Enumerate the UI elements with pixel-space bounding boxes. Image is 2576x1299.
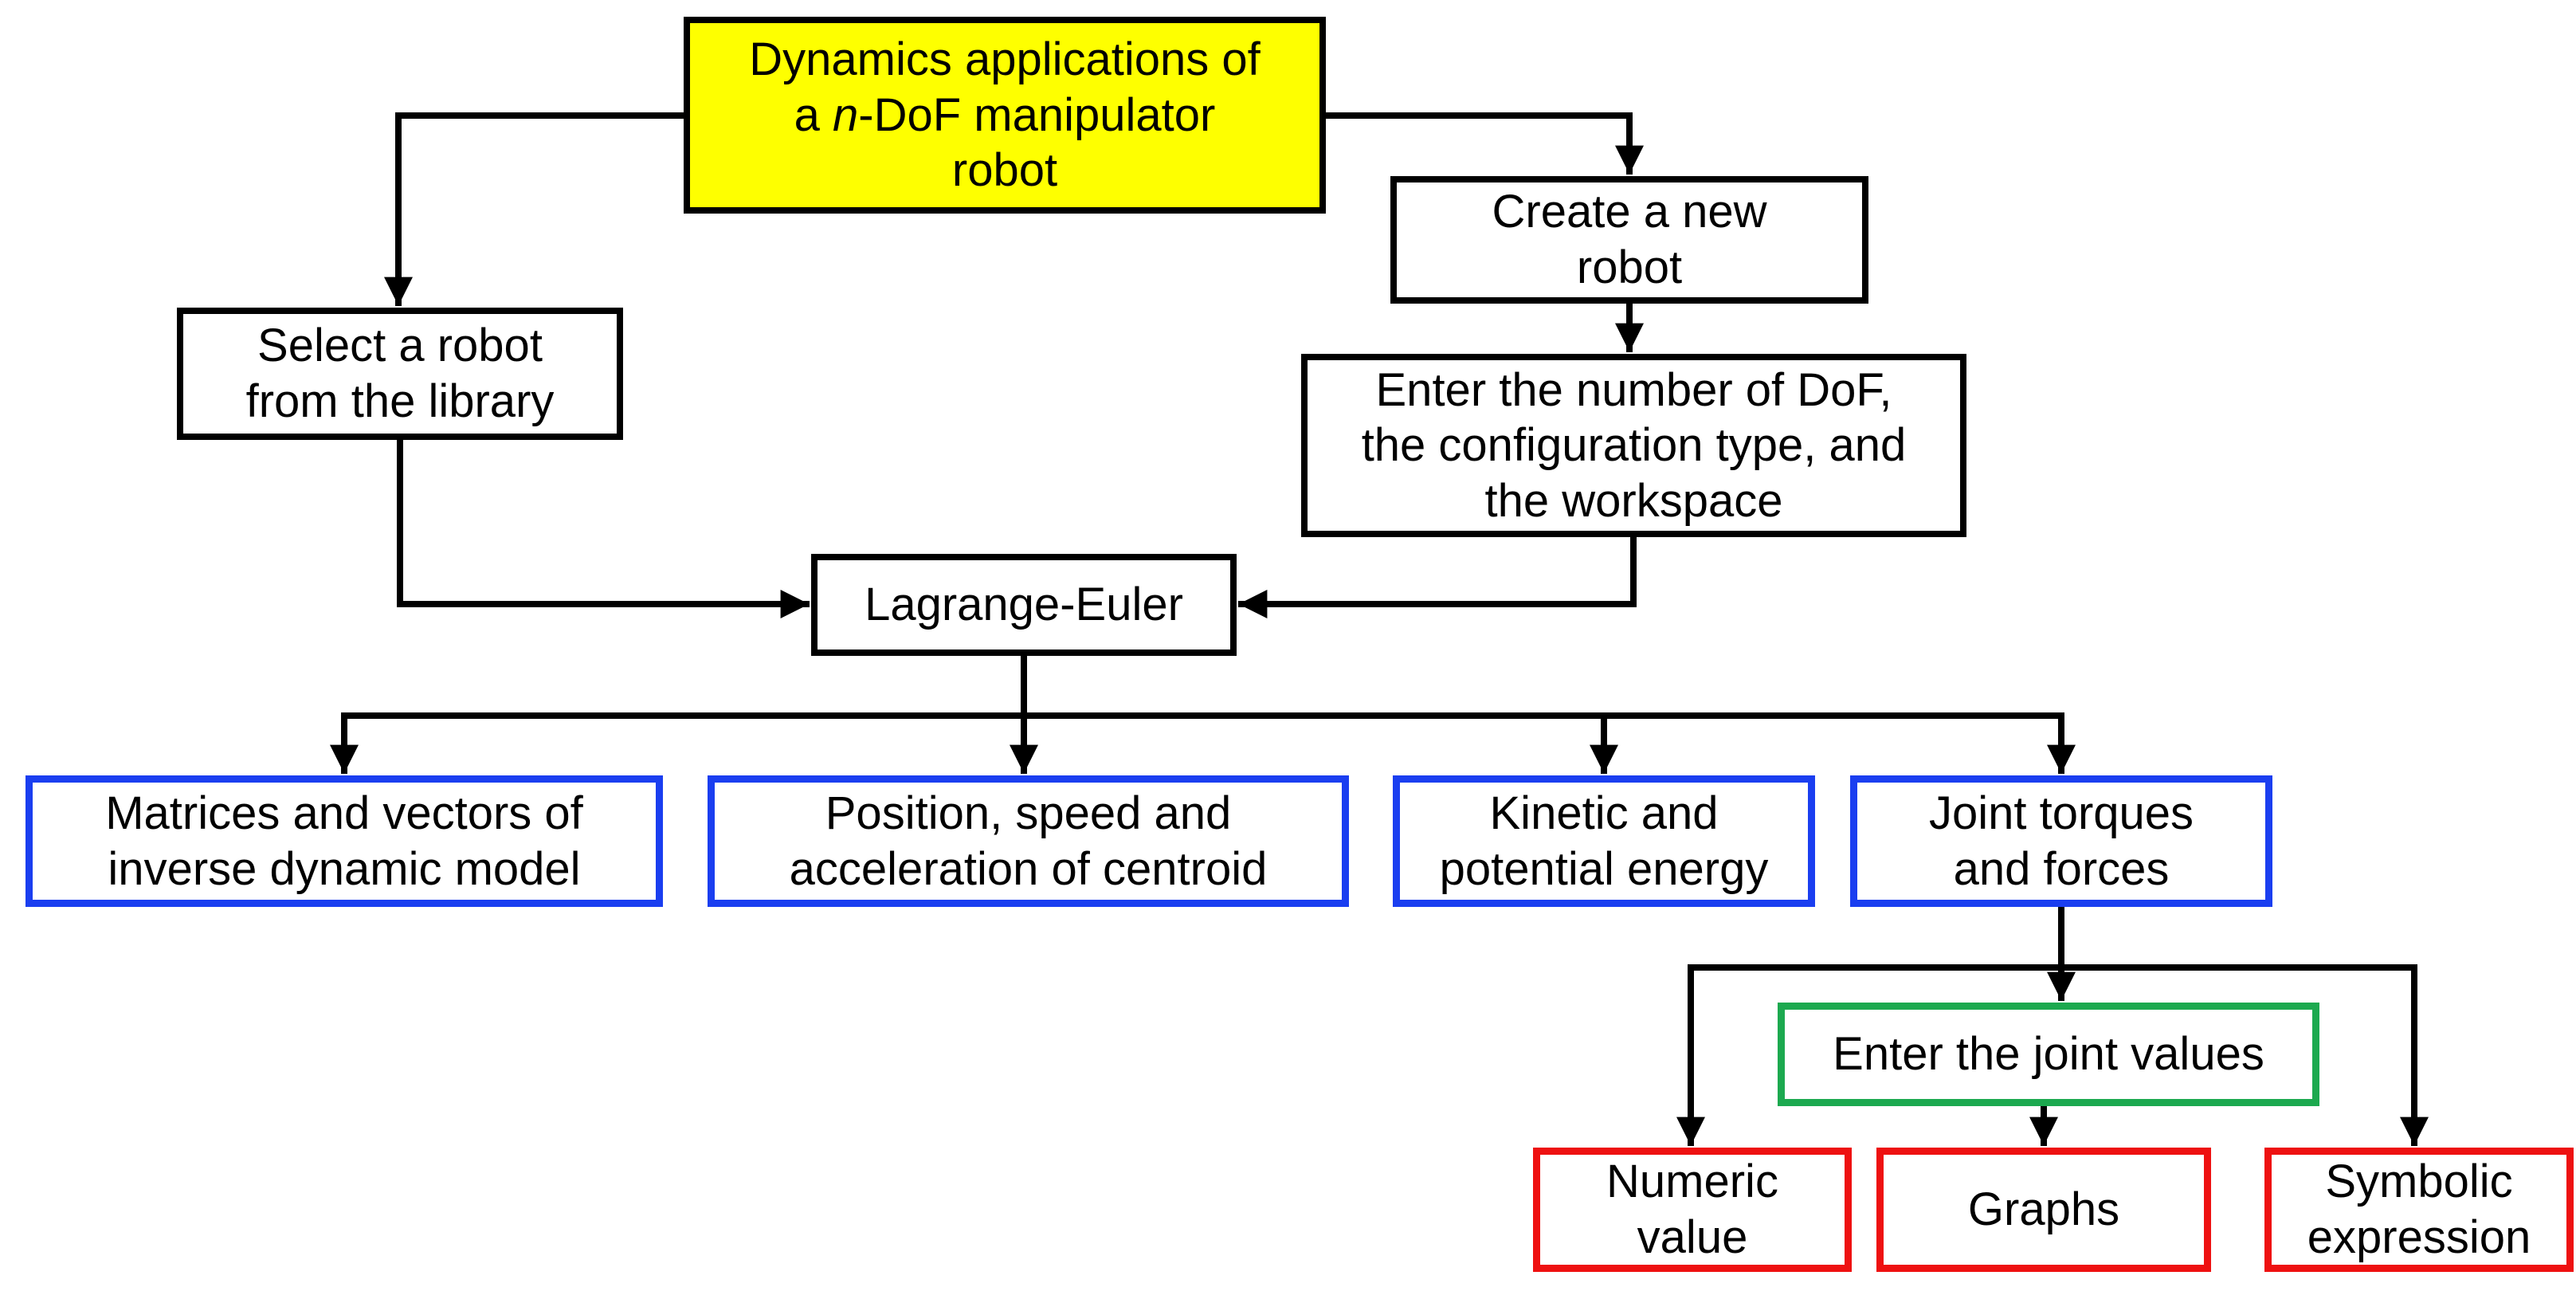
node-line: Enter the joint values [1833,1028,2264,1081]
node-lagrange-euler: Lagrange-Euler [811,554,1237,656]
node-line: Position, speed and [825,787,1232,839]
node-line: Kinetic and [1489,787,1719,839]
node-line: Numeric [1606,1156,1778,1208]
connector-root-to-create [1323,112,1644,175]
italic-n: n [833,88,859,141]
node-enter-joint-values: Enter the joint values [1778,1003,2319,1106]
node-line: a n-DoF manipulator [794,88,1216,141]
node-line: Create a new [1492,186,1767,238]
node-matrices-vectors: Matrices and vectors of inverse dynamic … [25,775,663,907]
connector-root-to-select [384,112,687,306]
node-line: Symbolic [2325,1156,2513,1208]
node-line: Enter the number of DoF, [1375,363,1892,416]
node-line: expression [2307,1211,2531,1263]
node-select-robot: Select a robot from the library [177,308,623,440]
node-graphs: Graphs [1876,1148,2211,1272]
node-line: Lagrange-Euler [865,579,1183,631]
node-line: from the library [245,375,555,427]
connector-select-to-lagrange [397,437,810,618]
node-joint-torques-forces: Joint torques and forces [1850,775,2272,907]
node-line: Graphs [1967,1183,2120,1236]
node-create-robot: Create a new robot [1390,176,1868,304]
node-line: and forces [1953,842,2170,895]
node-line: inverse dynamic model [108,842,581,895]
node-position-speed-acceleration: Position, speed and acceleration of cent… [708,775,1349,907]
node-line: robot [951,144,1058,197]
connector-enter-dof-to-lagrange [1238,534,1637,618]
node-line: the configuration type, and [1361,419,1907,472]
node-line: acceleration of centroid [789,842,1268,895]
node-kinetic-potential-energy: Kinetic and potential energy [1393,775,1815,907]
node-line: robot [1576,241,1683,293]
node-numeric-value: Numeric value [1533,1148,1852,1272]
node-enter-dof: Enter the number of DoF, the configurati… [1301,354,1966,537]
node-symbolic-expression: Symbolic expression [2264,1148,2574,1272]
node-line: Matrices and vectors of [105,787,583,839]
node-line: value [1637,1211,1748,1263]
node-line: Joint torques [1928,787,2194,839]
node-line: the workspace [1484,474,1783,527]
node-line: Select a robot [257,320,543,372]
node-line: Dynamics applications of [749,33,1261,86]
node-dynamics-applications: Dynamics applications of a n-DoF manipul… [684,17,1326,214]
node-line: potential energy [1439,842,1769,895]
